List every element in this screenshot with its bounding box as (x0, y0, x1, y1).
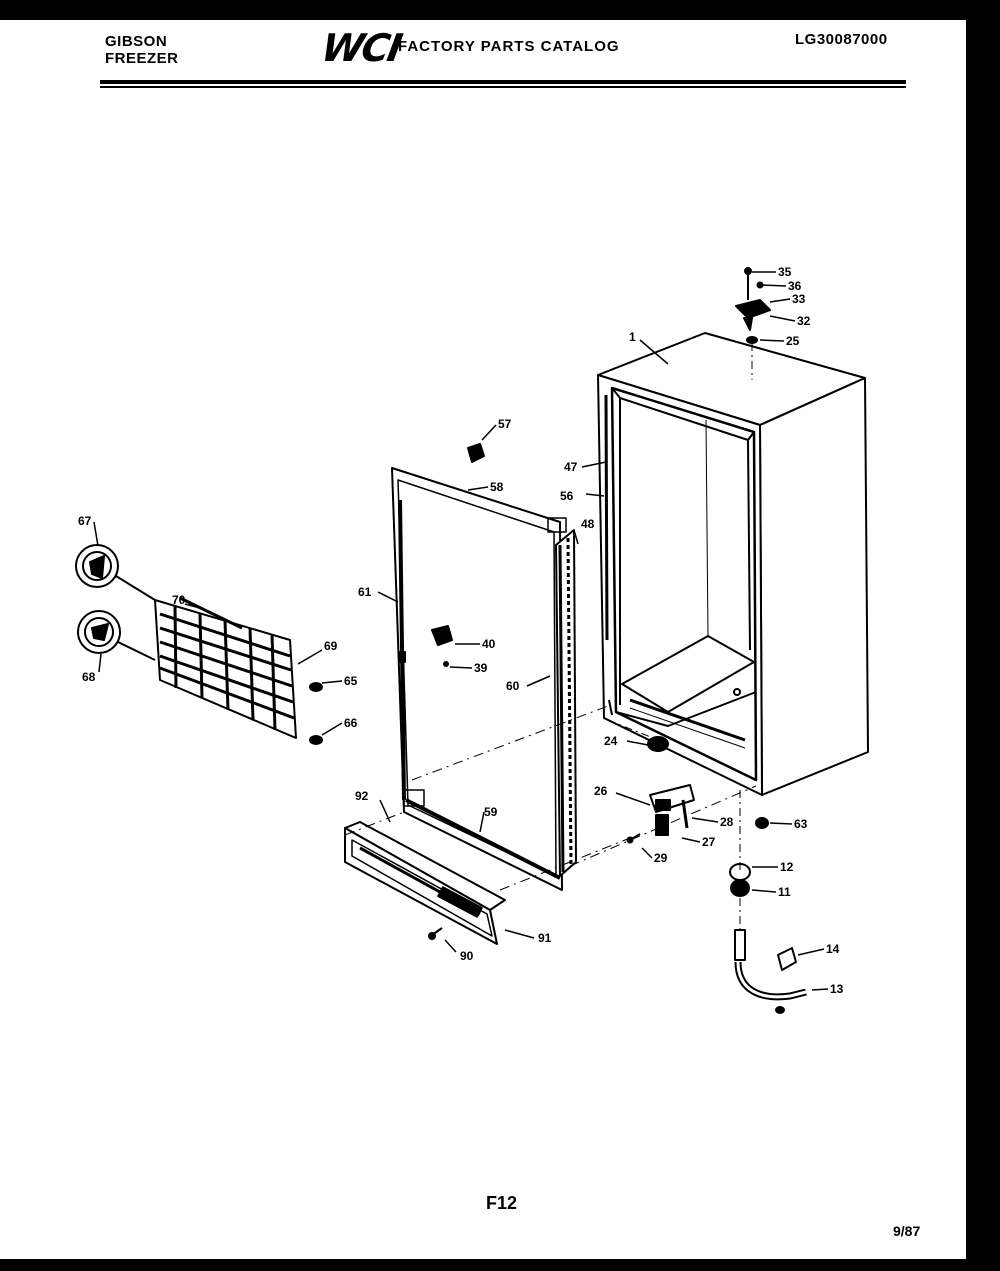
part-label-27: 27 (702, 835, 716, 849)
kick-grille (154, 596, 323, 745)
date-code: 9/87 (893, 1223, 921, 1239)
part-label-12: 12 (780, 860, 794, 874)
part-label-66: 66 (344, 716, 358, 730)
leader-lines (93, 271, 829, 991)
brand-name: GIBSON (105, 33, 168, 50)
part-label-39: 39 (474, 661, 488, 675)
brand-block: GIBSON FREEZER (105, 33, 179, 67)
bottom-border (0, 1259, 1000, 1271)
part-label-65: 65 (344, 674, 358, 688)
part-57-shape (467, 443, 485, 463)
part-label-40: 40 (482, 637, 496, 651)
model-number: LG30087000 (795, 31, 888, 48)
product-type: FREEZER (105, 50, 179, 67)
part-label-59: 59 (484, 805, 498, 819)
part-label-48: 48 (581, 517, 595, 531)
part-label-61: 61 (358, 585, 372, 599)
part-label-92: 92 (355, 789, 369, 803)
bottom-hinge (607, 719, 695, 844)
top-hinge (735, 267, 771, 380)
catalog-title: FACTORY PARTS CATALOG (398, 38, 620, 55)
part-label-91: 91 (538, 931, 552, 945)
part-label-28: 28 (720, 815, 734, 829)
part-label-90: 90 (460, 949, 474, 963)
page-number: F12 (486, 1193, 518, 1213)
part-label-29: 29 (654, 851, 668, 865)
header-rule-thin (100, 86, 906, 88)
part-label-25: 25 (786, 334, 800, 348)
medallions (75, 544, 156, 661)
part-label-58: 58 (490, 480, 504, 494)
part-label-33: 33 (792, 292, 806, 306)
part-label-67: 67 (78, 514, 92, 528)
part-label-24: 24 (604, 734, 618, 748)
door-latch (431, 625, 453, 667)
part-label-14: 14 (826, 942, 840, 956)
part-label-13: 13 (830, 982, 844, 996)
part-label-11: 11 (778, 885, 791, 899)
part-label-57: 57 (498, 417, 512, 431)
cabinet (597, 332, 869, 796)
part-label-35: 35 (778, 265, 792, 279)
assembly-lines (344, 705, 757, 891)
part-label-26: 26 (594, 784, 608, 798)
right-border (966, 0, 1000, 1271)
part-label-70: 70 (172, 593, 186, 607)
drain-assembly (729, 790, 807, 1014)
top-border (0, 0, 1000, 20)
door-frame (391, 467, 567, 891)
part-label-47: 47 (564, 460, 578, 474)
part-label-63: 63 (794, 817, 808, 831)
part-label-32: 32 (797, 314, 811, 328)
door-gasket (555, 529, 577, 877)
part-label-69: 69 (324, 639, 338, 653)
part-label-56: 56 (560, 489, 574, 503)
part-label-1: 1 (629, 330, 636, 344)
part-label-36: 36 (788, 279, 802, 293)
part-labels: 1 35 36 33 32 25 57 58 47 56 48 61 40 39… (78, 265, 844, 996)
part-label-68: 68 (82, 670, 96, 684)
toe-grille (344, 821, 506, 945)
part-label-60: 60 (506, 679, 520, 693)
header-rule (100, 80, 906, 84)
